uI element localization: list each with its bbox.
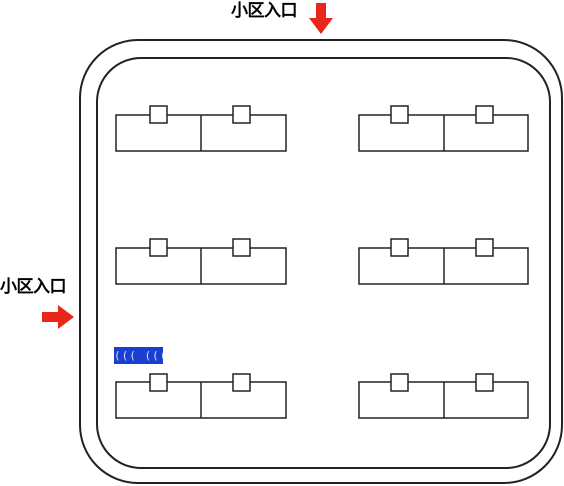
compound-inner-boundary xyxy=(96,57,551,469)
top-entrance-label: 小区入口 xyxy=(231,1,298,21)
blue-marker-panel xyxy=(114,347,163,364)
building-row-2-left xyxy=(115,238,287,285)
building-row-3-left xyxy=(115,373,287,419)
building-row-1-right xyxy=(358,105,529,152)
building-row-3-right xyxy=(358,373,529,419)
top-entrance-arrow-icon xyxy=(309,3,333,34)
building-row-1-left xyxy=(115,105,287,152)
left-entrance-arrow-icon xyxy=(42,305,74,329)
building-row-2-right xyxy=(358,238,529,285)
left-entrance-label: 小区入口 xyxy=(0,277,67,297)
blue-marker-text: ((( ((( xyxy=(114,349,163,362)
compound-outer-boundary xyxy=(79,39,563,484)
